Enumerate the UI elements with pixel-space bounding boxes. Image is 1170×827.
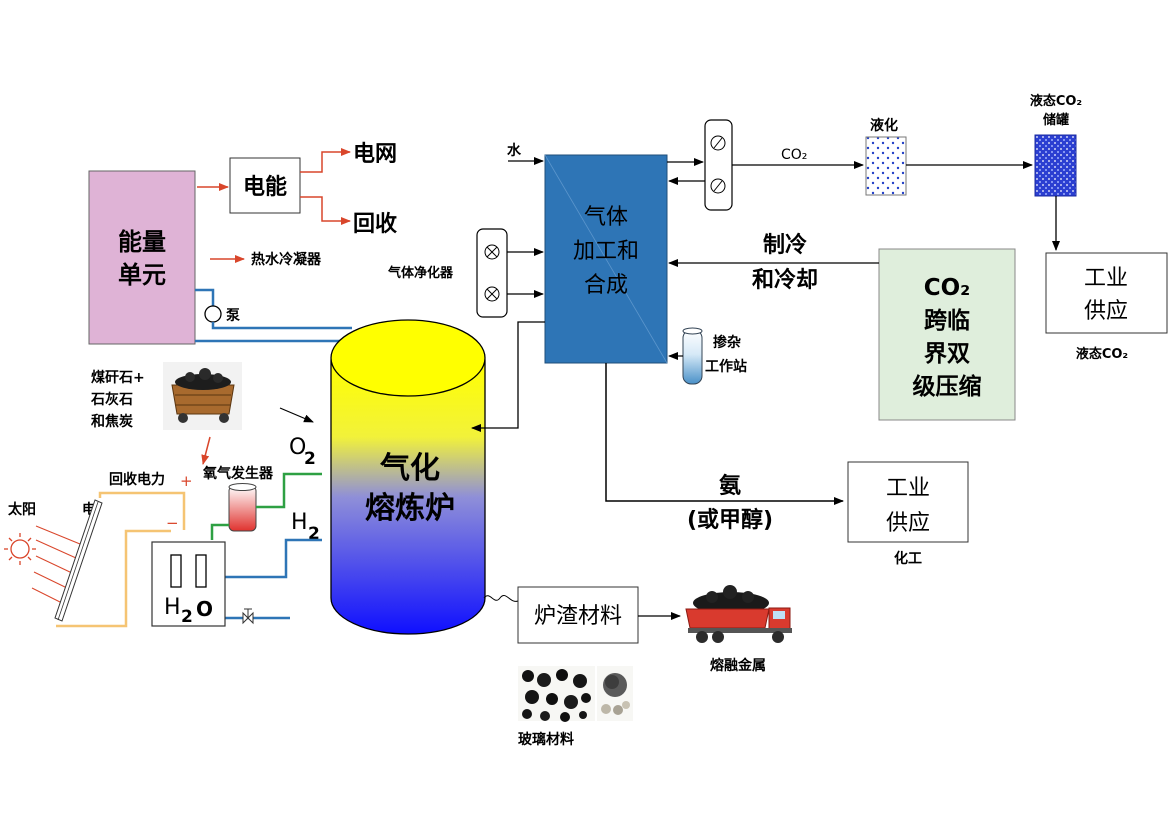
refrigeration-label-2: 和冷却 (752, 267, 818, 293)
doping-label-1: 掺杂 (713, 334, 741, 351)
electricity-box: 电能 (229, 157, 301, 214)
storage-label-1: 液态CO₂ (1030, 93, 1082, 109)
industrial-supply-mid-label-1: 工业 (886, 476, 930, 501)
processing-to-furnace-arrow (471, 321, 545, 432)
industrial-supply-top-label-2: 供应 (1084, 299, 1128, 324)
feed-label-3: 和焦炭 (91, 413, 133, 430)
ammonia-label-2: (或甲醇) (687, 507, 773, 533)
co2-compression-box: CO₂ 跨临 界双 级压缩 (878, 248, 1016, 421)
valve-icon (242, 608, 254, 625)
gasification-furnace: 气化 熔炼炉 (330, 319, 486, 635)
to-oxygen-generator-arrow (201, 436, 211, 465)
sun-icon (4, 533, 36, 565)
industrial-supply-top-box: 工业 供应 (1045, 252, 1168, 334)
feed-to-furnace-arrow (279, 407, 314, 423)
liquefaction-label: 液化 (870, 117, 898, 134)
hot-water-condenser-label: 热水冷凝器 (251, 251, 322, 268)
sun-rays (31, 525, 81, 604)
molten-metal-label: 熔融金属 (710, 657, 766, 674)
sun-label: 太阳 (8, 501, 36, 518)
feed-label-2: 石灰石 (90, 391, 133, 408)
compression-label-3: 界双 (924, 341, 970, 367)
h2o-o-letter: O (196, 597, 213, 621)
glass-granules-image (518, 666, 595, 722)
gas-processing-box: 气体 加工和 合成 (544, 154, 668, 364)
minus-sign: − (166, 514, 179, 532)
gas-purifier (476, 228, 508, 318)
pump-to-furnace-pipe (211, 322, 352, 330)
oxygen-generator-label: 氧气发生器 (202, 465, 274, 482)
gas-processing-label-1: 气体 (584, 205, 628, 230)
industrial-supply-top-label-1: 工业 (1084, 266, 1128, 291)
glass-material-label: 玻璃材料 (518, 731, 574, 748)
electricity-label: 电能 (243, 174, 287, 200)
electrolyzer-to-oxygen-pipe (210, 523, 229, 540)
compression-label-2: 跨临 (924, 307, 970, 334)
energy-pump-pipe (195, 288, 215, 313)
refrigeration-label-1: 制冷 (763, 232, 807, 258)
feed-label-1: 煤矸石+ (91, 369, 145, 386)
h2o-subscript: 2 (181, 607, 193, 627)
co2-flow-label: CO₂ (781, 147, 807, 163)
pump-icon (204, 305, 222, 323)
gas-purifier-label: 气体净化器 (388, 265, 454, 281)
doping-label-2: 工作站 (705, 358, 747, 375)
h2o-h-letter: H (164, 595, 181, 620)
chemical-label: 化工 (894, 550, 922, 567)
glass-powder-image (597, 666, 633, 721)
power-wire-positive (98, 491, 186, 530)
compression-label-1: CO₂ (924, 275, 971, 301)
slag-material-box: 炉渣材料 (517, 586, 639, 644)
oxygen-generator-tank (228, 483, 257, 532)
industrial-supply-mid-box: 工业 供应 (847, 461, 969, 543)
o2-subscript: 2 (304, 449, 316, 469)
plus-sign: + (180, 472, 193, 490)
oxygen-to-furnace-pipe (256, 472, 322, 509)
coal-cart-icon (163, 362, 242, 430)
to-recycle-arrow (300, 196, 351, 225)
recovered-power-label: 回收电力 (109, 471, 165, 488)
doping-station (682, 327, 703, 385)
water-label: 水 (507, 142, 522, 159)
hydrogen-to-furnace-pipe (225, 538, 322, 579)
solar-panel (54, 499, 103, 622)
power-wire-negative (56, 529, 171, 628)
liquid-co2-storage-tank (1034, 134, 1077, 197)
furnace-label-2: 熔炼炉 (365, 491, 455, 526)
compression-label-4: 级压缩 (913, 373, 982, 400)
energy-unit-box: 能量 单元 (88, 170, 196, 345)
industrial-supply-mid-label-2: 供应 (886, 511, 930, 536)
grid-label: 电网 (353, 142, 397, 167)
energy-unit-label-1: 能量 (118, 228, 166, 256)
pump-label: 泵 (226, 308, 240, 324)
ammonia-flow-arrow (605, 363, 844, 505)
furnace-to-slag-line (483, 595, 519, 602)
electrolyzer: H 2 O (151, 541, 226, 627)
recycle-label: 回收 (353, 211, 397, 237)
to-grid-arrow (300, 148, 351, 173)
dump-truck-icon (685, 585, 792, 643)
o2-letter: O (289, 435, 306, 460)
ammonia-label-1: 氨 (719, 473, 741, 499)
h2-letter: H (291, 510, 308, 535)
slag-material-label: 炉渣材料 (534, 604, 622, 629)
energy-unit-label-2: 单元 (118, 261, 166, 289)
gas-processing-label-2: 加工和 (573, 239, 639, 264)
liquid-co2-label: 液态CO₂ (1076, 346, 1128, 362)
h2-subscript: 2 (308, 524, 320, 544)
storage-label-2: 储罐 (1042, 112, 1069, 128)
co2-valve-unit (704, 119, 733, 211)
furnace-label-1: 气化 (380, 451, 440, 486)
liquefier-unit (865, 136, 907, 196)
gas-processing-label-3: 合成 (584, 273, 628, 298)
